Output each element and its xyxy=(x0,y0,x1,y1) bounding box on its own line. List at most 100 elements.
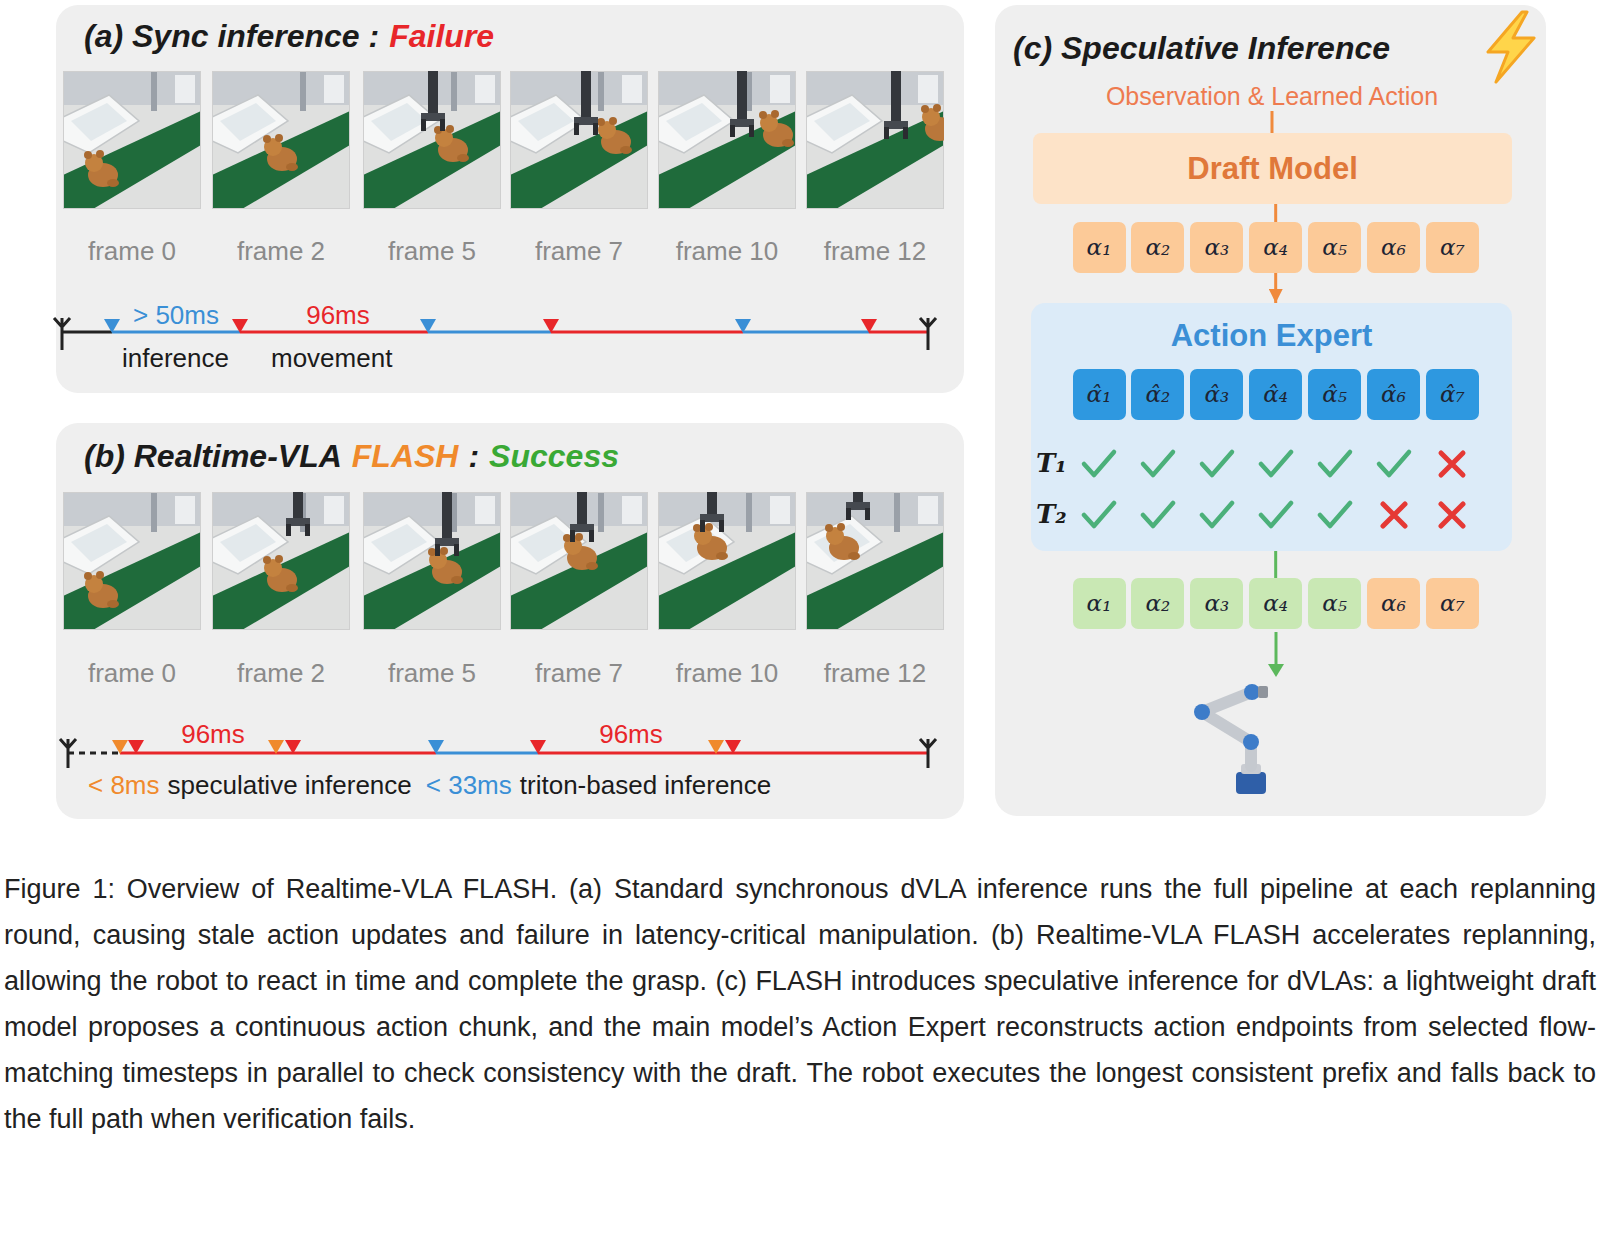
action-token-label: α₂ xyxy=(1146,234,1171,262)
expert-action-token: α̂₄ xyxy=(1249,369,1302,420)
timing-label: < 33ms xyxy=(426,770,512,800)
text-row: (b) Realtime-VLA FLASH: Success xyxy=(84,437,619,475)
flow-connector xyxy=(1274,204,1277,222)
panel-heading: (c) Speculative Inference xyxy=(1013,29,1390,67)
frame-label: frame 12 xyxy=(824,236,927,266)
phase-label: movement xyxy=(271,343,392,373)
box-title: Draft Model xyxy=(1187,150,1358,187)
frame-label: frame 0 xyxy=(88,658,176,688)
accepted-action-token: α₁ xyxy=(1073,578,1126,629)
panel-backgrounds xyxy=(56,5,1546,819)
expert-action-token: α̂₃ xyxy=(1190,369,1243,420)
action-expert-box: α̂₁ α̂₂ α̂₃ α̂₄ α̂₅ α̂₆ α̂₇ Action Expert xyxy=(1031,303,1512,551)
panel: Draft Model α₁ α₂ α₃ α₄ α₅ α₆ α₇ α̂₁ α̂₂ α̂₃ α̂₄ α̂₅… xyxy=(995,5,1546,816)
draft-action-token: α₇ xyxy=(1426,222,1479,273)
expert-action-token: α̂₅ xyxy=(1308,369,1361,420)
timing-label: 96ms xyxy=(306,300,370,330)
action-token-label: α̂₃ xyxy=(1204,381,1229,409)
execute-arrow xyxy=(1268,632,1284,677)
accepted-action-token: α₅ xyxy=(1308,578,1361,629)
accepted-action-token: α₄ xyxy=(1249,578,1302,629)
timestep-label: T₂ xyxy=(1036,499,1067,529)
frame-label: frame 10 xyxy=(676,236,779,266)
action-token-label: α₅ xyxy=(1322,590,1347,618)
verification-checks xyxy=(1084,452,1463,526)
panel-heading: : xyxy=(468,437,479,475)
action-token-label: α̂₂ xyxy=(1146,381,1171,409)
expert-action-token: α̂₇ xyxy=(1426,369,1479,420)
frame-label: frame 2 xyxy=(237,236,325,266)
text-row: (c) Speculative Inference xyxy=(1013,29,1390,67)
accepted-action-token: α₂ xyxy=(1131,578,1184,629)
action-token-label: α₁ xyxy=(1087,590,1112,618)
draft-action-token: α₃ xyxy=(1190,222,1243,273)
sync-frames xyxy=(63,63,956,209)
phase-label: inference xyxy=(122,343,229,373)
action-token-label: α̂₆ xyxy=(1381,381,1406,409)
timing-label: 96ms xyxy=(181,719,245,749)
draft-action-token: α₂ xyxy=(1131,222,1184,273)
status-word: Success xyxy=(489,437,619,475)
observation-link xyxy=(1271,111,1274,133)
frame-label: frame 0 xyxy=(88,236,176,266)
panel-heading: (a) Sync inference : xyxy=(84,17,379,55)
action-token-label: α̂₅ xyxy=(1322,381,1347,409)
action-token-label: α₃ xyxy=(1204,590,1229,618)
robot-arm xyxy=(1194,684,1268,794)
flash-frames xyxy=(63,452,944,630)
lightning-icon xyxy=(1488,12,1534,82)
action-token-label: α₄ xyxy=(1263,590,1288,618)
flow-connector xyxy=(1274,273,1277,303)
action-token-label: α̂₄ xyxy=(1263,381,1288,409)
draft-action-token: α₆ xyxy=(1367,222,1420,273)
text-row: (a) Sync inference : Failure xyxy=(84,17,494,55)
action-token-label: α̂₇ xyxy=(1440,381,1465,409)
timing-label: < 8ms xyxy=(88,770,160,800)
draft-action-token: α₅ xyxy=(1308,222,1361,273)
sync-timeline-markers xyxy=(104,319,877,333)
action-token-label: α₇ xyxy=(1440,234,1465,262)
expert-action-token: α̂₂ xyxy=(1131,369,1184,420)
box-title: Action Expert xyxy=(1171,317,1373,354)
panel-heading: (b) Realtime-VLA xyxy=(84,437,342,475)
expert-action-token: α̂₆ xyxy=(1367,369,1420,420)
timestep-label: T₁ xyxy=(1036,448,1067,478)
action-token-label: α₂ xyxy=(1146,590,1171,618)
figure-caption: Figure 1: Overview of Realtime-VLA FLASH… xyxy=(4,866,1596,1142)
frame-label: frame 7 xyxy=(535,658,623,688)
method-name: FLASH xyxy=(352,437,459,475)
draft-action-token: α₁ xyxy=(1073,222,1126,273)
expert-action-token: α̂₁ xyxy=(1073,369,1126,420)
rejected-action-token: α₆ xyxy=(1367,578,1420,629)
panel-subheading: Observation & Learned Action xyxy=(1106,81,1438,111)
phase-label: speculative inference xyxy=(168,770,412,800)
action-token-label: α₅ xyxy=(1322,234,1347,262)
action-token-label: α₄ xyxy=(1263,234,1288,262)
phase-label: triton-based inference xyxy=(520,770,771,800)
action-token-label: α₁ xyxy=(1087,234,1112,262)
accepted-action-token: α₃ xyxy=(1190,578,1243,629)
frame-label: frame 5 xyxy=(388,236,476,266)
text-row: Observation & Learned Action xyxy=(1106,81,1438,111)
action-token-label: α₆ xyxy=(1381,234,1406,262)
panel: (a) Sync inference : Failure xyxy=(56,5,964,393)
action-token-label: α₆ xyxy=(1381,590,1406,618)
frame-label: frame 2 xyxy=(237,658,325,688)
timing-label: > 50ms xyxy=(133,300,219,330)
action-token-label: α̂₁ xyxy=(1087,381,1112,409)
frame-label: frame 10 xyxy=(676,658,779,688)
frame-label: frame 5 xyxy=(388,658,476,688)
flow-connector xyxy=(1274,551,1277,578)
action-token-label: α₃ xyxy=(1204,234,1229,262)
timing-label: 96ms xyxy=(599,719,663,749)
panel: (b) Realtime-VLA FLASH: Success xyxy=(56,423,964,819)
frame-label: frame 12 xyxy=(824,658,927,688)
draft-action-token: α₄ xyxy=(1249,222,1302,273)
status-word: Failure xyxy=(389,17,494,55)
text-row: Action Expert xyxy=(1171,317,1373,354)
draft-model-box: Draft Model xyxy=(1033,133,1512,204)
frame-label: frame 7 xyxy=(535,236,623,266)
action-token-label: α₇ xyxy=(1440,590,1465,618)
rejected-action-token: α₇ xyxy=(1426,578,1479,629)
